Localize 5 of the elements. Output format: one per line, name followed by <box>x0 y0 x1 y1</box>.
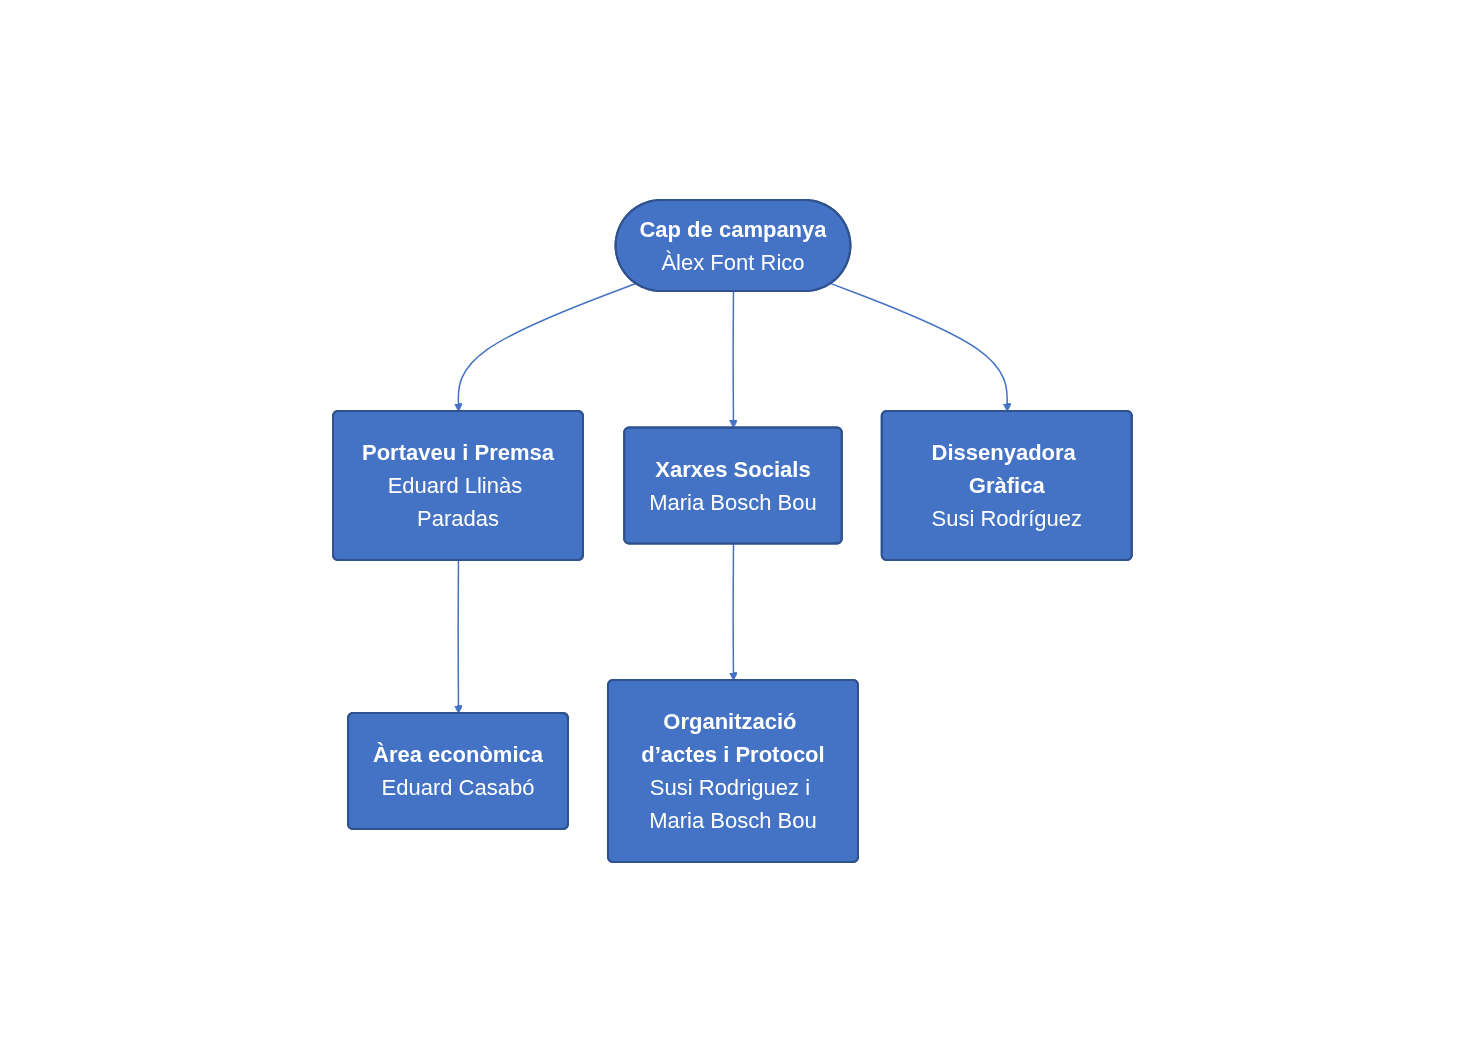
arrow <box>728 290 738 429</box>
arrow <box>829 282 1012 412</box>
arrow <box>453 559 463 714</box>
arrow <box>453 282 637 412</box>
arrow <box>728 543 738 681</box>
